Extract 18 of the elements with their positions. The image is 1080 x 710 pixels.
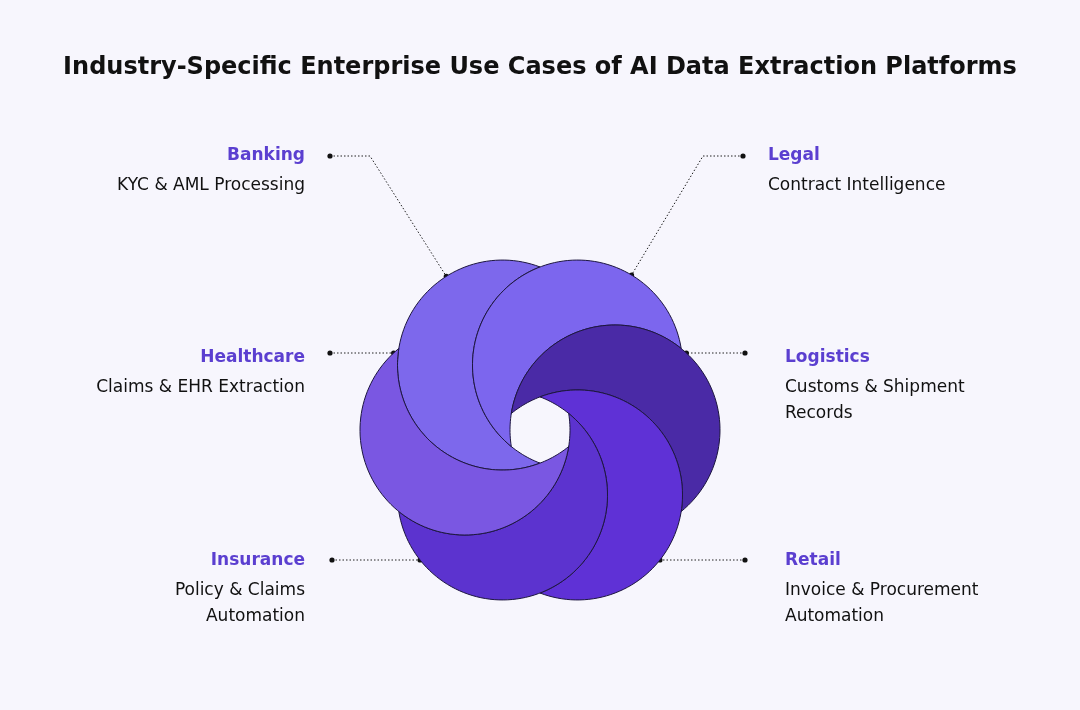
category-heading: Insurance [209,548,305,571]
category-heading: Healthcare [199,345,305,368]
use-case-text: Claims & EHR Extraction [95,375,305,398]
use-case-text: KYC & AML Processing [116,173,305,196]
use-case-text: Policy & Claims Automation [173,578,305,627]
leader-line [628,153,746,278]
leader-line [683,350,748,356]
leader-line [327,153,449,279]
leader-line [657,557,748,563]
category-heading: Retail [785,548,842,571]
use-case-text: Contract Intelligence [768,173,947,196]
use-case-text: Customs & Shipment Records [785,375,966,424]
category-heading: Legal [768,143,821,166]
category-heading: Logistics [785,345,871,368]
leader-line [329,557,423,563]
use-case-text: Invoice & Procurement Automation [785,578,980,627]
category-heading: Banking [226,143,305,166]
title: Industry-Specific Enterprise Use Cases of AI Data Extraction Platforms [62,52,1018,80]
